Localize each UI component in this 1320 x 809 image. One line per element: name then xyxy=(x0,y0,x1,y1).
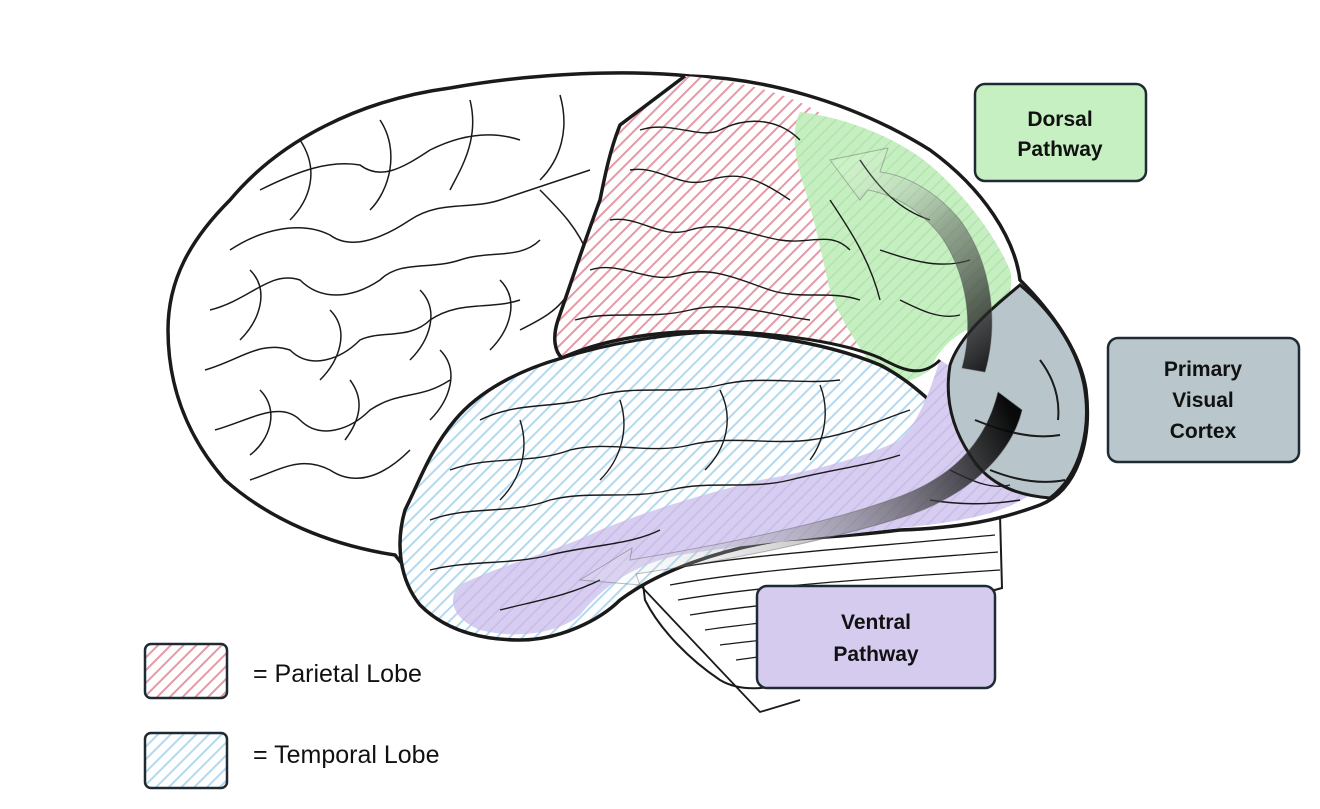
ventral-label-line-2: Pathway xyxy=(833,643,919,666)
legend-label-parietal: = Parietal Lobe xyxy=(253,660,422,688)
ventral-label-line-1: Ventral xyxy=(841,611,911,634)
legend-item-parietal: = Parietal Lobe xyxy=(143,642,422,700)
posterior-gyri xyxy=(429,120,1021,611)
lobe-borders xyxy=(553,74,942,373)
dorsal-pathway-label: Dorsal Pathway xyxy=(973,82,1148,183)
legend-item-temporal: = Temporal Lobe xyxy=(143,731,439,790)
legend-swatch-parietal xyxy=(143,642,229,700)
primary-label-line-2: Visual xyxy=(1172,389,1233,412)
dorsal-label-line-1: Dorsal xyxy=(1027,108,1092,131)
primary-visual-cortex-label: Primary Visual Cortex xyxy=(1106,336,1301,464)
ventral-region xyxy=(452,360,1031,635)
frontal-lobe-gyri xyxy=(204,94,591,481)
dorsal-label-line-2: Pathway xyxy=(1017,138,1103,161)
ventral-pathway-label: Ventral Pathway xyxy=(755,584,997,690)
legend: = Parietal Lobe = Temporal Lobe xyxy=(143,642,439,790)
ventral-pathway-arrow xyxy=(578,391,1023,586)
dorsal-pathway-arrow xyxy=(829,147,993,373)
primary-label-line-3: Cortex xyxy=(1170,420,1237,443)
legend-label-temporal: = Temporal Lobe xyxy=(253,741,439,769)
primary-label-line-1: Primary xyxy=(1164,358,1243,381)
legend-swatch-temporal xyxy=(143,731,229,790)
